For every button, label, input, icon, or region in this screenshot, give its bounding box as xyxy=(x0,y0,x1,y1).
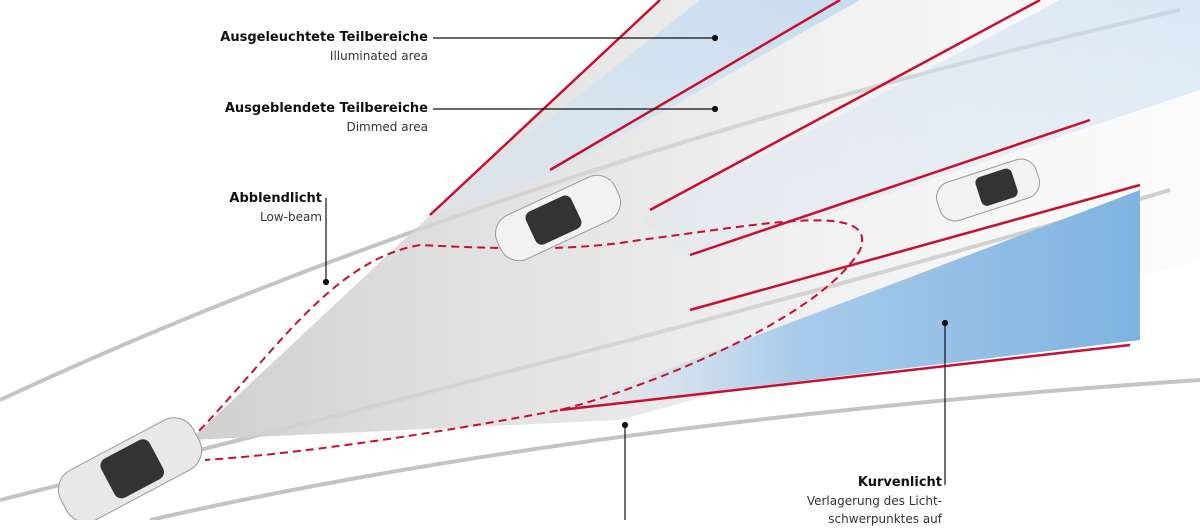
label-illuminated: Ausgeleuchtete Teilbereiche Illuminated … xyxy=(220,30,428,63)
oncoming-car xyxy=(495,174,621,262)
cornering-light-area xyxy=(560,190,1140,410)
beam-edge-lines xyxy=(429,0,1141,412)
label-dimmed: Ausgeblendete Teilbereiche Dimmed area xyxy=(224,101,428,134)
low-beam-outline xyxy=(189,219,864,461)
illuminated-area xyxy=(420,0,860,220)
leader-lines xyxy=(322,34,949,520)
label-lowbeam: Abblendlicht Low-beam xyxy=(229,191,322,224)
own-car xyxy=(57,417,203,520)
preceding-car xyxy=(936,158,1040,222)
illuminated-area-2 xyxy=(640,0,1200,260)
